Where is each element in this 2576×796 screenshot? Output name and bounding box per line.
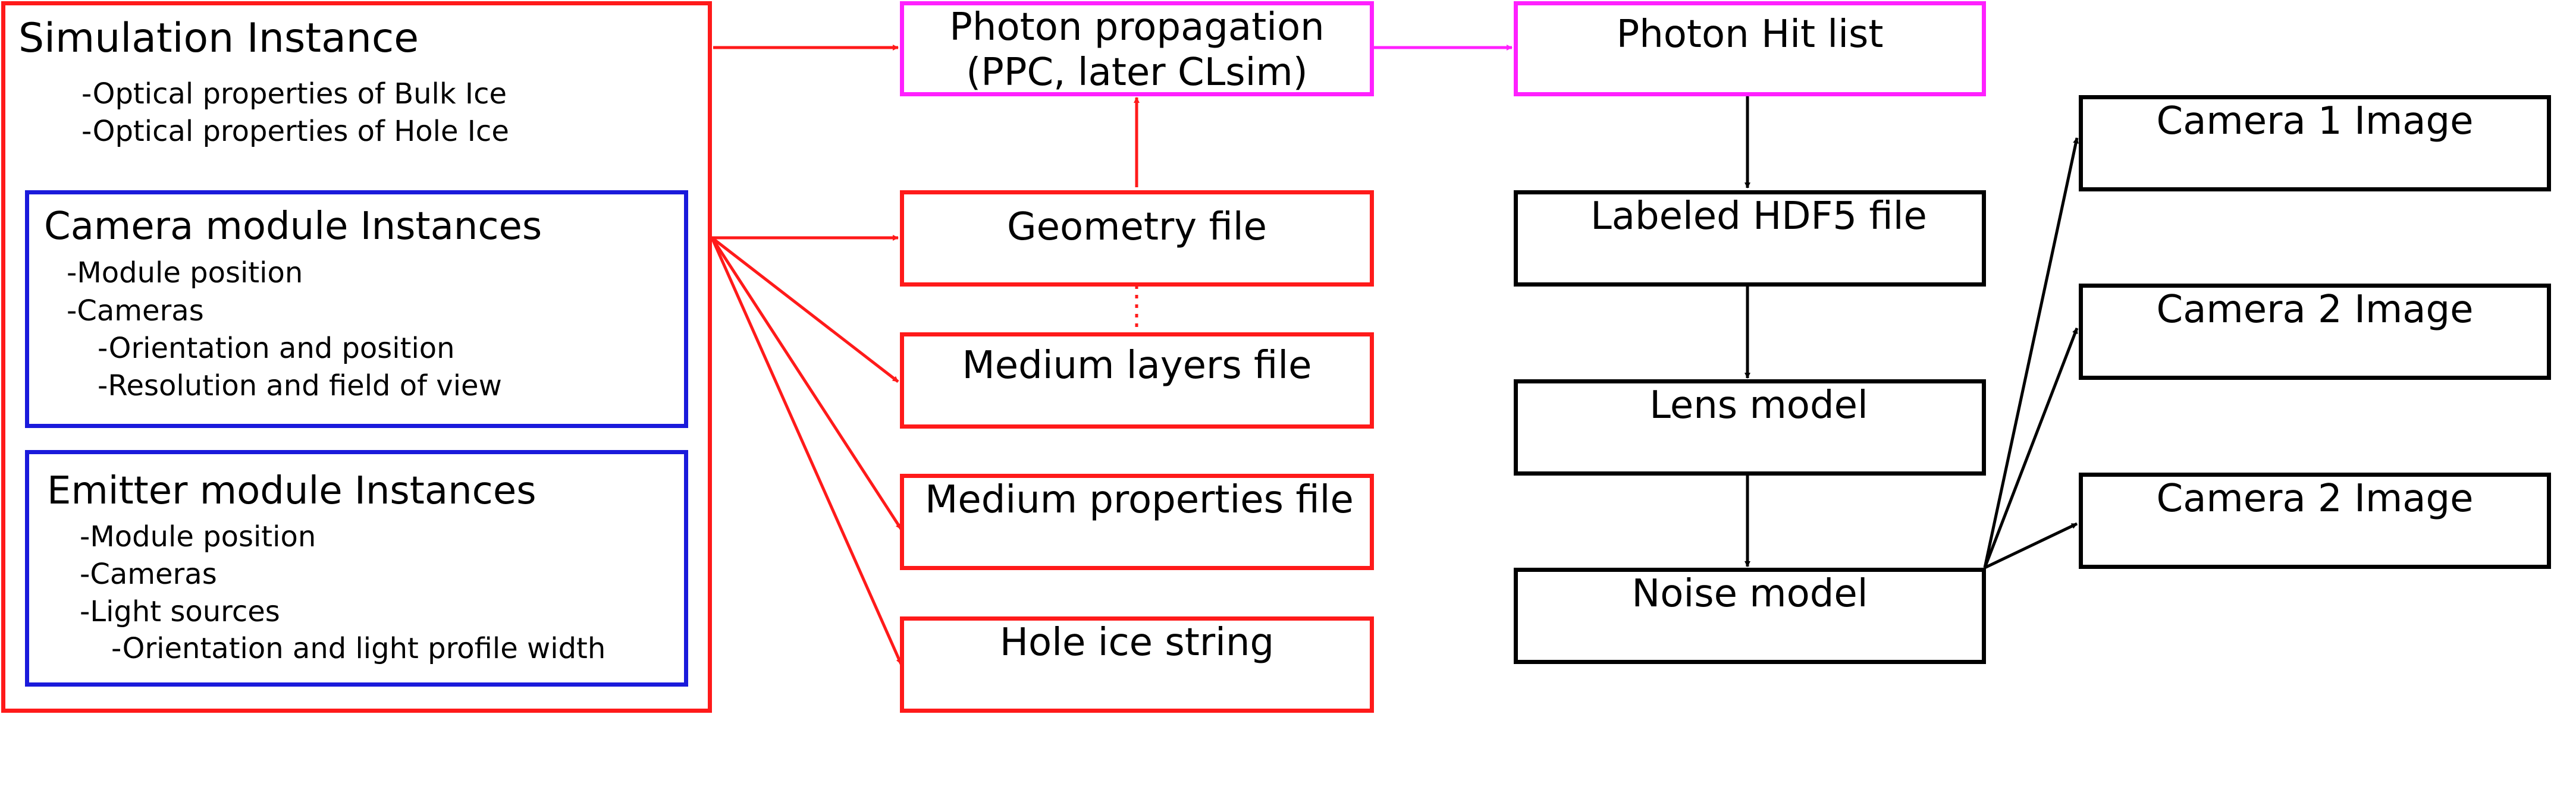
camera-module-item: -Resolution and field of view — [98, 369, 502, 402]
labeled-hdf5-file-label: Labeled HDF5 file — [1590, 194, 1927, 238]
medium-properties-file-box: Medium properties file — [900, 474, 1374, 570]
noise-model-box: Noise model — [1514, 568, 1986, 664]
camera-image-box: Camera 2 Image — [2079, 284, 2551, 380]
emitter-module-item: -Cameras — [80, 558, 217, 591]
geometry-file-label: Geometry file — [1007, 205, 1267, 249]
camera-module-title: Camera module Instances — [44, 204, 542, 248]
photon-propagation-line-1: Photon propagation — [949, 5, 1325, 49]
emitter-module-instances-box: Emitter module Instances -Module positio… — [25, 450, 688, 687]
hole-ice-string-label: Hole ice string — [999, 621, 1275, 665]
noise-model-label: Noise model — [1631, 572, 1868, 616]
camera-image-label: Camera 2 Image — [2156, 288, 2474, 332]
camera-image-box: Camera 1 Image — [2079, 95, 2551, 191]
emitter-module-title: Emitter module Instances — [47, 469, 536, 513]
arrow-sim-to-medium-layers — [711, 237, 899, 383]
photon-hit-list-box: Photon Hit list — [1514, 1, 1986, 96]
emitter-module-item: -Module position — [80, 520, 316, 553]
simulation-property: -Optical properties of Bulk Ice — [81, 77, 507, 111]
labeled-hdf5-file-box: Labeled HDF5 file — [1514, 190, 1986, 287]
photon-propagation-label: Photon propagation (PPC, later CLsim) — [904, 5, 1370, 95]
camera-image-label: Camera 1 Image — [2156, 99, 2474, 143]
medium-properties-file-label: Medium properties file — [925, 478, 1354, 522]
geometry-file-box: Geometry file — [900, 190, 1374, 287]
camera-module-item: -Module position — [67, 256, 303, 290]
arrow-sim-to-hole-ice — [710, 237, 903, 665]
medium-layers-file-label: Medium layers file — [962, 344, 1312, 388]
simulation-instance-title: Simulation Instance — [18, 15, 419, 62]
lens-model-label: Lens model — [1649, 383, 1868, 427]
arrow-noise-to-camera-2a — [1983, 328, 2079, 568]
photon-propagation-box: Photon propagation (PPC, later CLsim) — [900, 1, 1374, 96]
medium-layers-file-box: Medium layers file — [900, 332, 1374, 429]
camera-image-box: Camera 2 Image — [2079, 473, 2551, 569]
lens-model-box: Lens model — [1514, 379, 1986, 476]
camera-module-instances-box: Camera module Instances -Module position… — [25, 190, 688, 428]
hole-ice-string-box: Hole ice string — [900, 616, 1374, 713]
arrow-noise-to-camera-1 — [1983, 137, 2079, 568]
camera-module-item: -Orientation and position — [98, 332, 455, 365]
photon-propagation-line-2: (PPC, later CLsim) — [966, 50, 1308, 95]
arrow-noise-to-camera-2b — [1984, 522, 2078, 570]
camera-image-label: Camera 2 Image — [2156, 477, 2474, 521]
simulation-property: -Optical properties of Hole Ice — [81, 115, 509, 148]
emitter-module-item: -Light sources — [80, 595, 280, 628]
arrow-sim-to-medium-properties — [710, 237, 903, 530]
camera-module-item: -Cameras — [67, 294, 204, 328]
emitter-module-item: -Orientation and light profile width — [111, 632, 606, 665]
photon-hit-list-label: Photon Hit list — [1616, 12, 1884, 56]
